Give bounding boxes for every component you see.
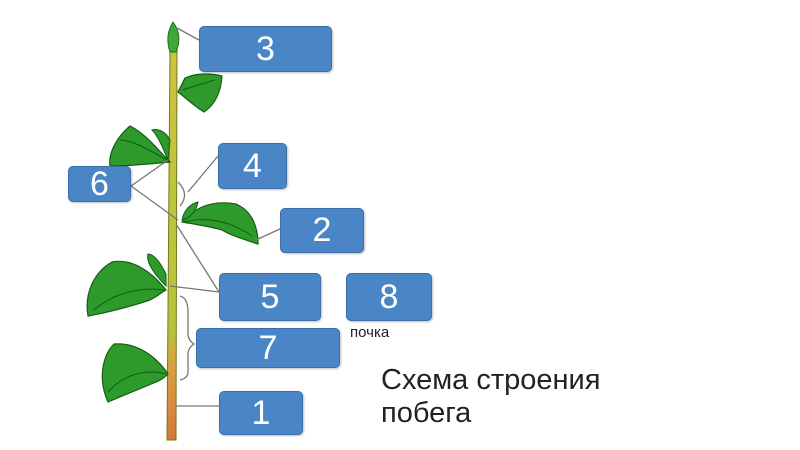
leaf-lower-left: [86, 253, 167, 317]
label-1[interactable]: 1: [219, 391, 303, 435]
label-6[interactable]: 6: [68, 165, 131, 203]
label-3[interactable]: 3: [199, 26, 332, 72]
bud-caption: почка: [350, 324, 390, 341]
leaf-middle-right: [180, 201, 259, 245]
leaf-top-right: [177, 73, 223, 113]
internode-brace: [179, 295, 196, 381]
label-4[interactable]: 4: [218, 143, 287, 189]
title-line-1: Схема строения: [381, 364, 601, 396]
label-5[interactable]: 5: [219, 273, 321, 321]
stem: [166, 47, 178, 441]
leaf-upper-left: [109, 125, 172, 167]
diagram-title: Схема строения побега: [381, 364, 600, 430]
title-line-2: побега: [381, 397, 472, 429]
apical-bud: [167, 21, 180, 53]
label-8[interactable]: 8: [346, 273, 432, 321]
label-2[interactable]: 2: [280, 208, 364, 253]
label-7[interactable]: 7: [196, 328, 340, 368]
pointer-lines: [130, 27, 283, 407]
leaf-bottom-left: [101, 343, 169, 403]
